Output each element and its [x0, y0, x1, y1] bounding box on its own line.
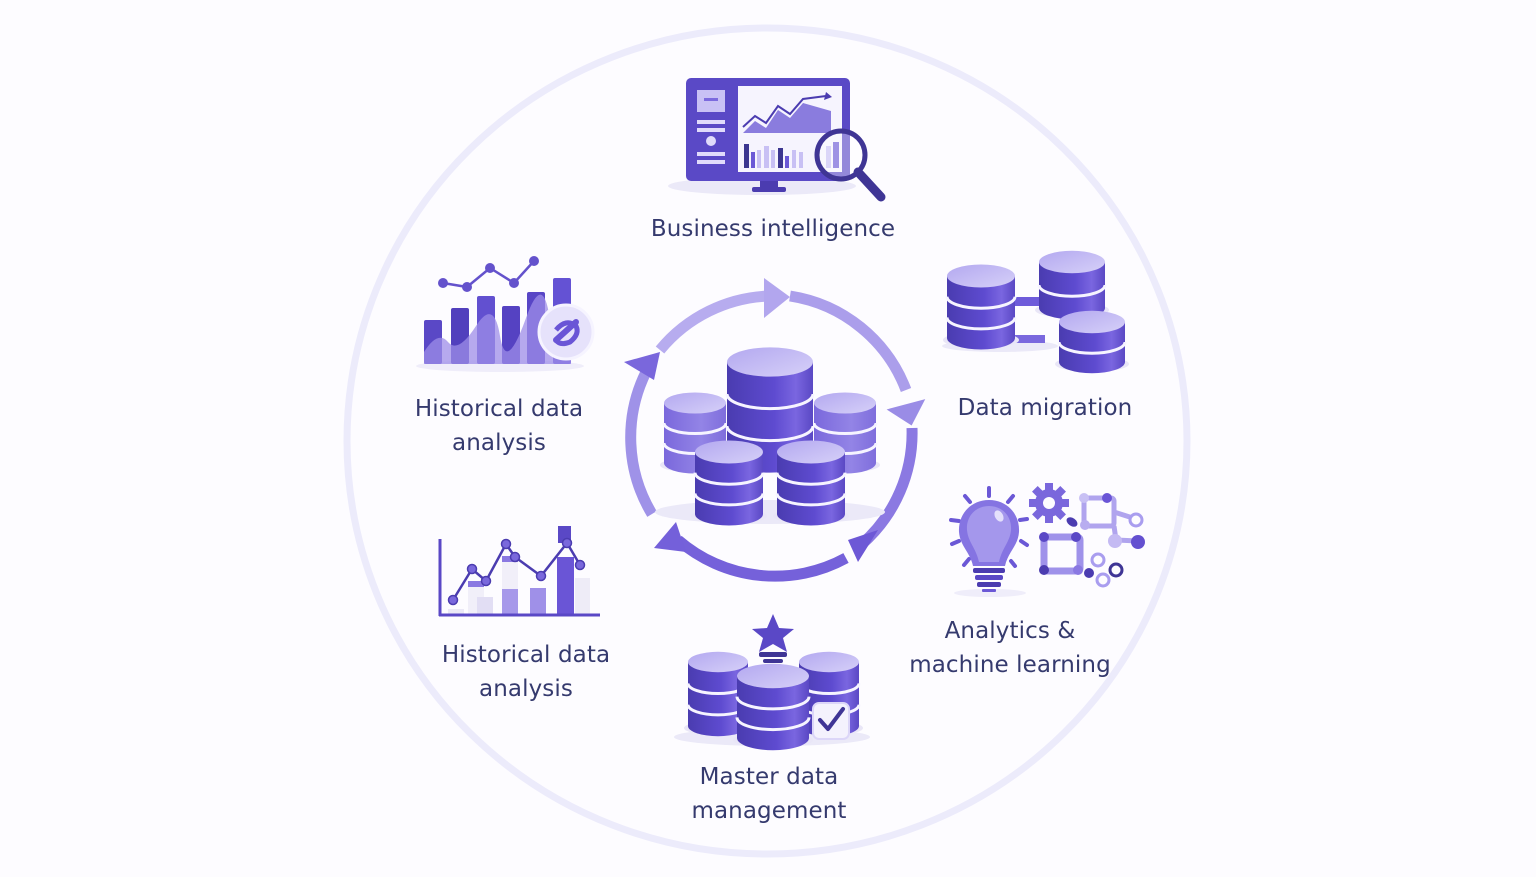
magnifier-lens	[814, 128, 868, 182]
arrowhead-bottom-right	[848, 530, 878, 562]
label-line: Analytics &	[944, 618, 1076, 644]
bar-chart-trend-icon	[416, 256, 595, 372]
outer-ring	[343, 24, 1191, 858]
arrowhead-right	[886, 399, 926, 426]
label-line: analysis	[452, 430, 546, 456]
arrowhead-bottom-left	[654, 522, 686, 552]
star-stand	[763, 659, 783, 663]
node-label-data-migration: Data migration	[920, 391, 1170, 425]
arrowhead-top	[764, 278, 790, 318]
label-line: Historical data	[414, 396, 584, 422]
circular-arrows-icon	[624, 278, 926, 582]
database-transfer-icon	[942, 250, 1129, 374]
label-line: Historical data	[441, 642, 611, 668]
star-stand	[759, 652, 787, 657]
star-icon	[752, 614, 794, 652]
node-label-historical-data-analysis-2: Historical data analysis	[411, 638, 641, 706]
monitor-dashboard-magnifier-icon	[668, 78, 886, 202]
label-line: Data migration	[957, 395, 1133, 421]
database-cylinder	[1035, 250, 1109, 320]
cycle-arc-top	[655, 290, 771, 354]
cycle-arc-right-top	[789, 290, 912, 392]
checkmark-icon	[818, 707, 845, 731]
database-cylinder	[691, 440, 767, 526]
label-line: Business intelligence	[650, 216, 896, 242]
database-cylinder	[733, 663, 813, 751]
database-cylinder	[943, 264, 1019, 350]
database-cylinder	[1055, 310, 1129, 374]
line-bar-chart-icon	[438, 526, 600, 617]
label-line: Master data	[699, 764, 839, 790]
database-cylinder	[684, 651, 752, 737]
hub-shadow	[655, 500, 885, 524]
node-label-historical-data-analysis-1: Historical data analysis	[384, 392, 614, 460]
cycle-arc-bottom	[674, 535, 849, 582]
label-line: analysis	[479, 676, 573, 702]
lightbulb-gear-network-icon	[949, 483, 1145, 597]
chart-bars	[448, 526, 590, 616]
database-star-check-icon	[674, 614, 870, 751]
database-cylinder	[773, 440, 849, 526]
node-label-analytics-ml: Analytics & machine learning	[880, 614, 1140, 682]
label-line: management	[691, 798, 847, 824]
database-cluster-icon	[655, 347, 885, 526]
node-label-master-data-management: Master data management	[644, 760, 894, 828]
node-label-business-intelligence: Business intelligence	[598, 212, 948, 246]
label-line: machine learning	[909, 652, 1111, 678]
arrowhead-left	[624, 352, 660, 380]
cycle-arc-left	[625, 369, 657, 517]
